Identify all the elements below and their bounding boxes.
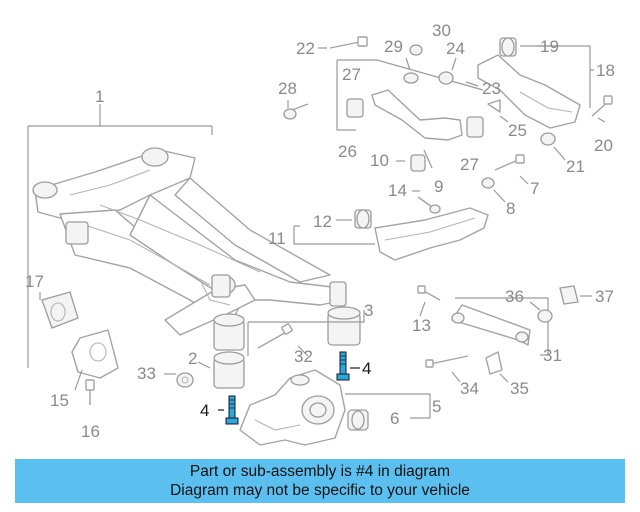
bolt-20 (591, 95, 613, 117)
bolt-22 (329, 36, 368, 49)
bolt-28 (283, 103, 309, 120)
clip-9 (423, 149, 433, 169)
bushing-upper (213, 281, 361, 351)
callout-36: 36 (505, 287, 524, 306)
bracket-15 (71, 329, 119, 379)
callout-31: 31 (543, 346, 562, 365)
bushing-6 (347, 409, 369, 431)
washer-29 (403, 72, 419, 84)
bracket-1 (27, 104, 213, 368)
subframe (32, 147, 346, 336)
bolt-32 (257, 323, 293, 349)
info-banner: Part or sub-assembly is #4 in diagram Di… (15, 459, 625, 503)
callout-1: 1 (95, 87, 104, 106)
washer-8 (481, 177, 495, 189)
mount-17 (41, 291, 79, 329)
callout-19: 19 (540, 37, 559, 56)
bolt-7 (494, 154, 525, 171)
callout-4-upper[interactable]: 4 (362, 359, 371, 378)
callout-8: 8 (506, 199, 515, 218)
callout-13: 13 (412, 316, 431, 335)
bushing-12 (354, 209, 372, 229)
callout-25: 25 (508, 121, 527, 140)
callout-5: 5 (432, 397, 441, 416)
callout-labels: 1 2 3 4 4 5 6 7 8 9 10 11 12 13 14 15 16… (25, 21, 615, 441)
nut-33 (176, 372, 194, 388)
washer-36 (537, 309, 553, 323)
washer-21 (540, 132, 556, 146)
callout-28: 28 (278, 79, 297, 98)
callout-22: 22 (296, 39, 315, 58)
callout-20: 20 (594, 136, 613, 155)
callout-34: 34 (460, 379, 479, 398)
callout-16: 16 (81, 422, 100, 441)
clip-35 (485, 351, 503, 375)
callout-2: 2 (188, 349, 197, 368)
callout-15: 15 (50, 391, 69, 410)
callout-14: 14 (388, 181, 407, 200)
lower-arm-11 (374, 207, 489, 261)
callout-11: 11 (268, 229, 286, 248)
callout-27-lower: 27 (460, 155, 479, 174)
bolt-16 (85, 379, 95, 405)
bolt-34 (425, 355, 469, 368)
callout-10: 10 (370, 151, 389, 170)
bracket-11 (293, 225, 375, 245)
upper-arm-26 (346, 89, 484, 141)
callout-4-lower[interactable]: 4 (200, 401, 209, 420)
bolt-13 (417, 285, 441, 301)
callout-23: 23 (482, 79, 501, 98)
clip-25 (487, 99, 501, 113)
bushing-2 (213, 351, 245, 389)
callout-30: 30 (432, 21, 451, 40)
bushing-24 (438, 71, 454, 85)
bracket-5 (345, 393, 431, 419)
callout-12: 12 (313, 212, 332, 231)
callout-17: 17 (25, 272, 44, 291)
bolt-14 (417, 196, 441, 214)
callout-24: 24 (446, 39, 465, 58)
callout-27-top: 27 (342, 65, 361, 84)
callout-9: 9 (434, 177, 443, 196)
knuckle (239, 369, 346, 446)
callout-18: 18 (596, 61, 615, 80)
callout-26: 26 (338, 142, 357, 161)
callout-6: 6 (390, 409, 399, 428)
rod-31 (451, 304, 531, 346)
callout-35: 35 (510, 379, 529, 398)
callout-3: 3 (364, 301, 373, 320)
callout-21: 21 (566, 157, 585, 176)
callout-33: 33 (137, 364, 156, 383)
bolt-4-upper[interactable] (336, 351, 350, 381)
callout-32: 32 (294, 347, 313, 366)
bracket-31 (455, 297, 549, 356)
nut-37 (559, 285, 579, 305)
trailing-arm-18 (477, 37, 581, 129)
bolt-4-lower[interactable] (225, 395, 239, 425)
bracket-3 (248, 310, 365, 323)
callout-7: 7 (530, 179, 539, 198)
callout-29: 29 (384, 37, 403, 56)
banner-line-1: Part or sub-assembly is #4 in diagram (189, 463, 451, 480)
bushing-10 (410, 154, 426, 172)
parts-diagram: 1 2 3 4 4 5 6 7 8 9 10 11 12 13 14 15 16… (25, 21, 615, 446)
bracket-26 (336, 60, 356, 131)
nut-30 (409, 44, 423, 56)
callout-37: 37 (595, 287, 614, 306)
banner-line-2: Diagram may not be specific to your vehi… (170, 482, 470, 499)
